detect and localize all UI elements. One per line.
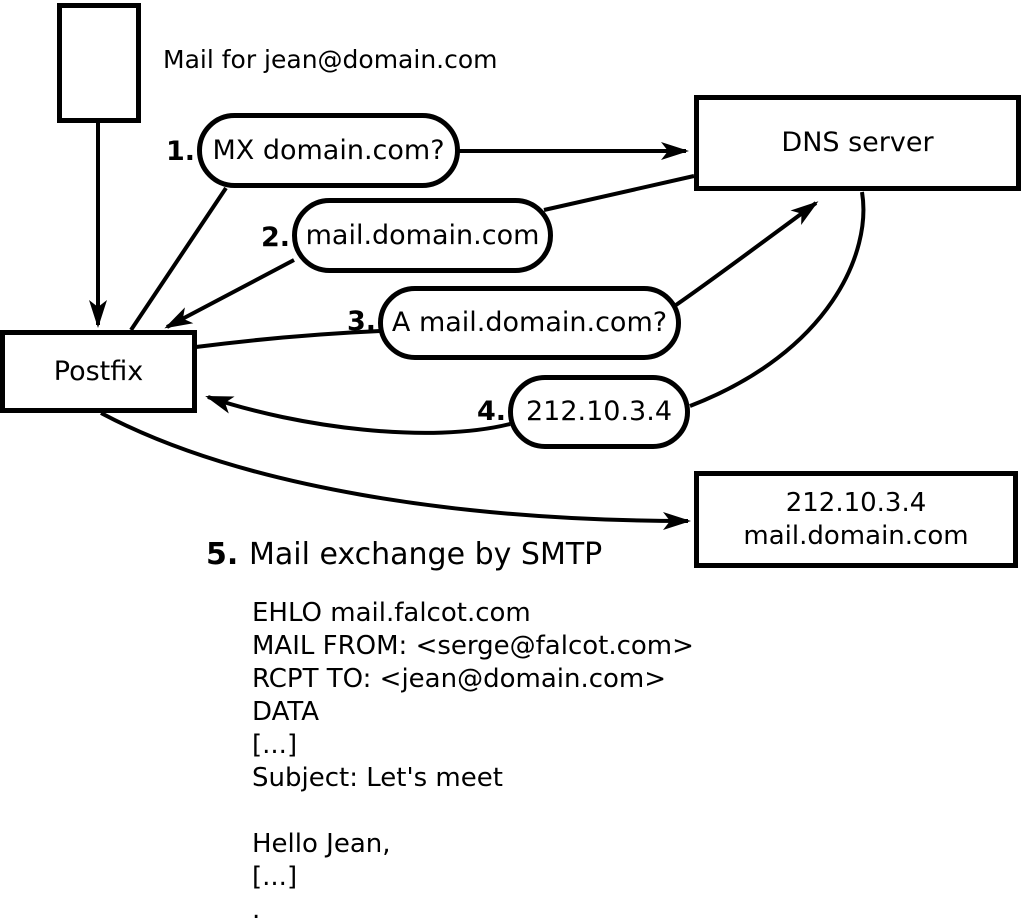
smtp-line-ellipsis-2: [...] [252, 862, 298, 892]
step4-a-answer-pill: 212.10.3.4 [508, 375, 690, 449]
postfix-label: Postfix [53, 355, 144, 387]
mail-server-label: 212.10.3.4 mail.domain.com [743, 487, 968, 553]
smtp-line-end-dot: . [252, 895, 261, 919]
smtp-line-blank [252, 795, 694, 828]
postfix-node: Postfix [0, 330, 197, 413]
smtp-line-hello: Hello Jean, [252, 829, 391, 859]
step4-answer-label: 212.10.3.4 [526, 396, 672, 428]
smtp-line-data: DATA [252, 697, 319, 727]
line-dns-to-reply4 [689, 191, 866, 408]
dns-server-node: DNS server [694, 95, 1021, 191]
step5-number: 5. [206, 537, 239, 572]
arrow-query3-to-dns [674, 201, 819, 307]
smtp-line-mail-from: MAIL FROM: <serge@falcot.com> [252, 631, 694, 661]
smtp-line-subject: Subject: Let's meet [252, 763, 503, 793]
line-dns-to-reply2 [543, 174, 695, 212]
step5-label: Mail exchange by SMTP [249, 537, 603, 572]
arrow-postfix-to-mailserver [100, 411, 691, 530]
dns-server-label: DNS server [781, 127, 934, 159]
mail-server-node: 212.10.3.4 mail.domain.com [694, 471, 1018, 568]
incoming-mail-note: Mail for jean@domain.com [163, 45, 498, 74]
line-postfix-to-query3 [195, 329, 381, 349]
smtp-line-ehlo: EHLO mail.falcot.com [252, 598, 531, 628]
smtp-line-ellipsis-1: [...] [252, 730, 298, 760]
step2-mx-answer-pill: mail.domain.com [292, 198, 553, 273]
mail-server-hostname: mail.domain.com [743, 520, 969, 551]
step1-query-label: MX domain.com? [212, 134, 445, 166]
step4-number: 4. [476, 396, 506, 427]
smtp-line-rcpt-to: RCPT TO: <jean@domain.com> [252, 664, 667, 694]
step3-number: 3. [346, 306, 376, 337]
arrow-reply2-to-postfix [164, 258, 295, 329]
step1-number: 1. [165, 136, 195, 167]
step2-answer-label: mail.domain.com [305, 219, 540, 251]
arrow-reply4-to-postfix [205, 395, 511, 435]
smtp-session-transcript: EHLO mail.falcot.com MAIL FROM: <serge@f… [252, 597, 694, 919]
line-postfix-to-query1 [129, 186, 228, 332]
step3-query-label: A mail.domain.com? [391, 307, 668, 339]
step3-a-query-pill: A mail.domain.com? [378, 286, 681, 360]
step2-number: 2. [260, 222, 290, 253]
mail-server-ip: 212.10.3.4 [785, 487, 927, 518]
step1-mx-query-pill: MX domain.com? [197, 113, 460, 188]
incoming-message-box [57, 3, 141, 123]
